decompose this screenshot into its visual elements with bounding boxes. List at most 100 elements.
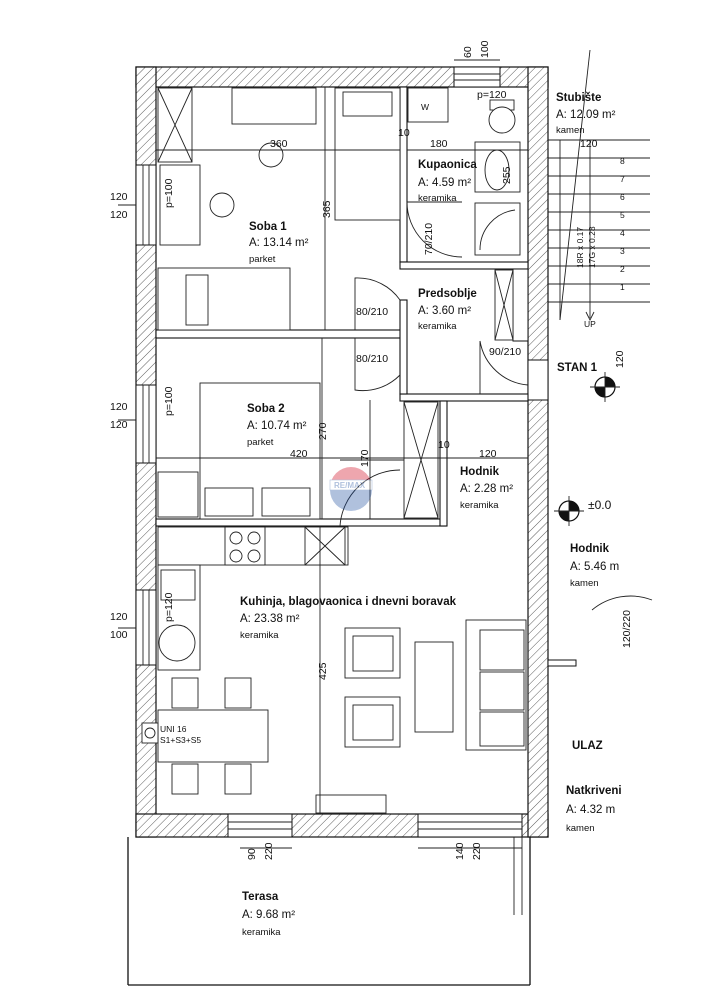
room-name: Stubište (556, 92, 601, 104)
washing-machine (407, 87, 449, 123)
dim-text: 120 (580, 138, 598, 150)
sink (160, 569, 196, 601)
dim-text: 360 (270, 138, 288, 150)
dim-text: 120 (110, 611, 128, 623)
room-area: A: 10.74 m² (247, 420, 307, 432)
dim-text: 220 (471, 842, 483, 860)
dim-text: 425 (317, 662, 329, 680)
bathroom-fixtures: W (403, 87, 521, 519)
dim-text: 140 (454, 842, 466, 860)
dim-text: 120 (614, 350, 626, 368)
room-natkriveni: Natkriveni A: 4.32 m kamen (566, 785, 622, 834)
dim-text: 90 (246, 848, 258, 860)
step-number: 7 (620, 174, 625, 184)
dim-text: 120 (110, 401, 128, 413)
dim-text: 120 (110, 191, 128, 203)
boiler (141, 722, 159, 744)
fridge (158, 624, 196, 662)
room-terasa: Terasa A: 9.68 m² keramika (242, 891, 295, 938)
room-name: Soba 2 (247, 403, 285, 415)
room-material: kamen (566, 823, 595, 834)
step-number: 5 (620, 210, 625, 220)
room-kuhinja: Kuhinja, blagovaonica i dnevni boravak A… (240, 596, 457, 641)
dim-text: 220 (263, 842, 275, 860)
dim-text: 120 (110, 419, 128, 431)
staircase (548, 49, 650, 322)
room-name: Predsoblje (418, 288, 477, 300)
dim-text: 10 (438, 439, 450, 451)
room-area: A: 2.28 m² (460, 483, 513, 495)
room-material: kamen (556, 125, 585, 136)
step-number: 4 (620, 228, 625, 238)
step-number: 8 (620, 156, 625, 166)
room-material: keramika (240, 630, 279, 641)
room-area: A: 3.60 m² (418, 305, 471, 317)
dim-text: 80/210 (356, 306, 388, 318)
level-markers (554, 372, 620, 526)
step-number: 2 (620, 264, 625, 274)
room-material: keramika (418, 321, 457, 332)
dim-text: 60 (462, 46, 474, 58)
up-label: UP (584, 319, 596, 329)
room-name: Soba 1 (249, 221, 287, 233)
room-name: Terasa (242, 891, 279, 903)
boiler-label-2: S1+S3+S5 (160, 735, 201, 745)
room-area: A: 5.46 m (570, 561, 619, 573)
dim-text: 90/210 (489, 346, 521, 358)
room-material: kamen (570, 578, 599, 589)
interior-walls (155, 86, 529, 527)
dim-text: 170 (359, 449, 371, 467)
wall-right (527, 66, 549, 838)
soba1-furniture (157, 87, 401, 331)
remax-watermark: RE/MAX (334, 481, 366, 490)
bathtub (474, 141, 521, 193)
doors (339, 201, 653, 667)
toilet (488, 106, 516, 134)
dim-text: 255 (501, 166, 513, 184)
dim-text: 420 (290, 448, 308, 460)
room-material: parket (249, 254, 276, 265)
room-hodnik-outer: Hodnik A: 5.46 m kamen (570, 543, 619, 589)
dim-text: 120 (110, 209, 128, 221)
room-material: keramika (242, 927, 281, 938)
room-kupaonica: Kupaonica A: 4.59 m² keramika (418, 159, 477, 204)
dim-text: p=120 (163, 592, 175, 622)
soba2-furniture (157, 382, 321, 520)
step-number: 3 (620, 246, 625, 256)
dim-text: 365 (321, 200, 333, 218)
stair-spec-17g: 17G x 0.28 (587, 226, 597, 268)
dim-text: 80/210 (356, 353, 388, 365)
dim-text: 120 (479, 448, 497, 460)
dim-text: p=100 (163, 178, 175, 208)
dim-text: p=120 (477, 89, 507, 101)
bed-soba1-bottom (157, 267, 291, 331)
room-area: A: 4.59 m² (418, 177, 471, 189)
room-stubiste: Stubište A: 12.09 m² kamen (556, 92, 616, 136)
windows (135, 66, 549, 838)
room-area: A: 12.09 m² (556, 109, 616, 121)
room-name: Hodnik (570, 543, 610, 555)
room-area: A: 23.38 m² (240, 613, 300, 625)
stan-label: STAN 1 (557, 362, 598, 374)
room-name: Kuhinja, blagovaonica i dnevni boravak (240, 596, 457, 608)
room-name: Hodnik (460, 466, 500, 478)
dimension-texts: 60 100 p=120 360 180 120 10 365 255 70/2… (110, 40, 633, 860)
kitchen-furniture (141, 526, 527, 814)
dim-text: 180 (430, 138, 448, 150)
room-soba2: Soba 2 A: 10.74 m² parket (247, 403, 307, 448)
stair-spec-18r: 18R x 0.17 (575, 227, 585, 268)
coffee-table (414, 641, 454, 733)
room-predsoblje: Predsoblje A: 3.60 m² keramika (418, 288, 477, 332)
room-area: A: 9.68 m² (242, 909, 295, 921)
room-hodnik-inner: Hodnik A: 2.28 m² keramika (460, 466, 513, 511)
dim-text: 100 (479, 40, 491, 58)
dim-text: 10 (398, 127, 410, 139)
room-name: Natkriveni (566, 785, 622, 797)
room-soba1: Soba 1 A: 13.14 m² parket (249, 221, 309, 265)
room-area: A: 4.32 m (566, 804, 615, 816)
dimension-lines (118, 59, 528, 849)
dim-text: 270 (317, 422, 329, 440)
boiler-label-1: UNI 16 (160, 724, 187, 734)
desk-soba1 (159, 164, 201, 246)
